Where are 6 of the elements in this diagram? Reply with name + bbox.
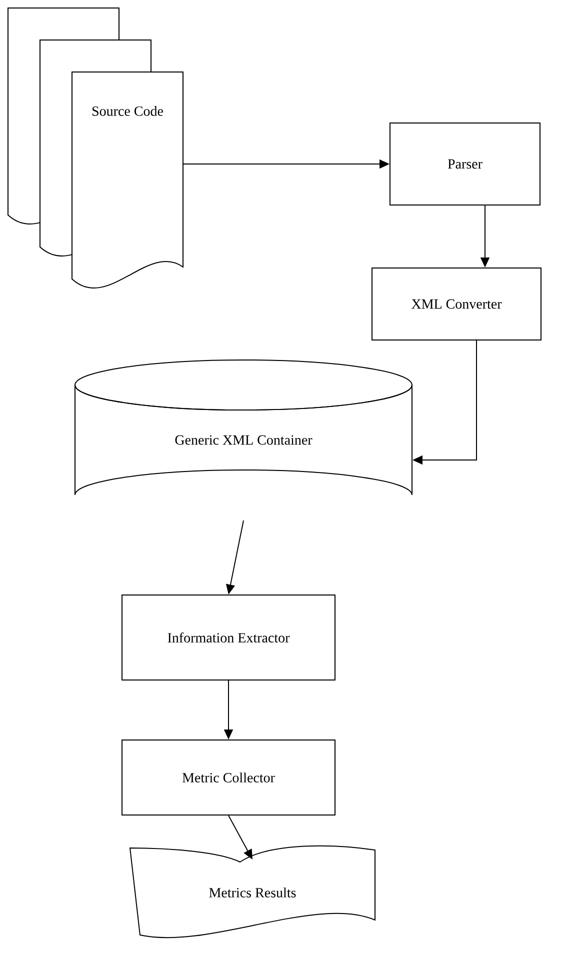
- database-cylinder: Generic XML Container: [74, 360, 412, 496]
- process-box: Parser: [390, 122, 540, 206]
- process-box: XML Converter: [372, 268, 542, 340]
- process-box: Information Extractor: [122, 594, 336, 680]
- process-box: Metric Collector: [122, 740, 336, 816]
- document-stack-drawing: Source Code: [8, 8, 184, 288]
